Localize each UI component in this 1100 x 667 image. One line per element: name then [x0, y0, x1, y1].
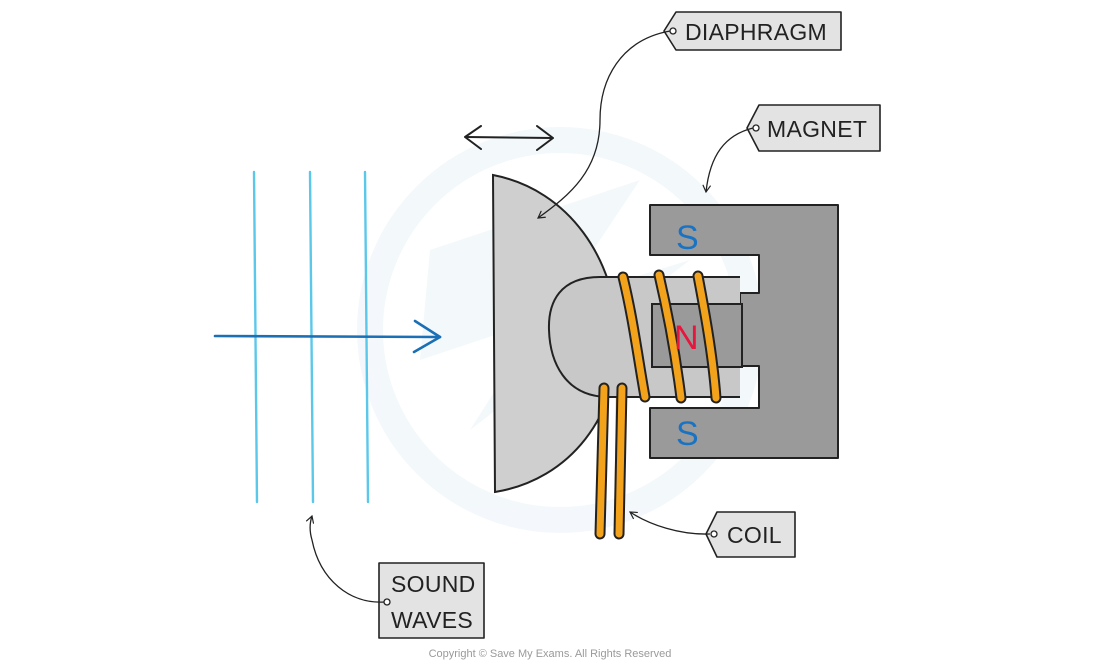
magnet-label-tag: MAGNET	[746, 104, 881, 152]
pole-top-label: S	[676, 219, 699, 257]
sound-waves-pointer	[305, 514, 385, 603]
coil-leads-front	[594, 382, 628, 540]
diaphragm-pointer	[537, 30, 671, 219]
coil-label: COIL	[727, 522, 782, 548]
pole-middle-label: N	[674, 319, 699, 357]
diaphragm-label-tag: DIAPHRAGM	[663, 11, 842, 51]
diaphragm-label: DIAPHRAGM	[685, 19, 827, 45]
magnet-pointer	[702, 127, 754, 194]
coil-former	[547, 276, 625, 398]
copyright-notice: Copyright © Save My Exams. All Rights Re…	[428, 648, 672, 660]
sound-waves-label-line2: WAVES	[391, 607, 473, 633]
coil-windings	[617, 269, 722, 404]
sound-waves-label-line1: SOUND	[391, 571, 476, 597]
wave-direction-arrow	[213, 319, 442, 354]
coil-pointer	[629, 511, 711, 535]
magnet-label: MAGNET	[767, 116, 867, 142]
vibration-arrow	[464, 125, 554, 151]
sound-waves-label-tag: SOUND WAVES	[378, 562, 485, 639]
pole-bottom-label: S	[676, 415, 699, 453]
coil-label-tag: COIL	[705, 511, 796, 558]
